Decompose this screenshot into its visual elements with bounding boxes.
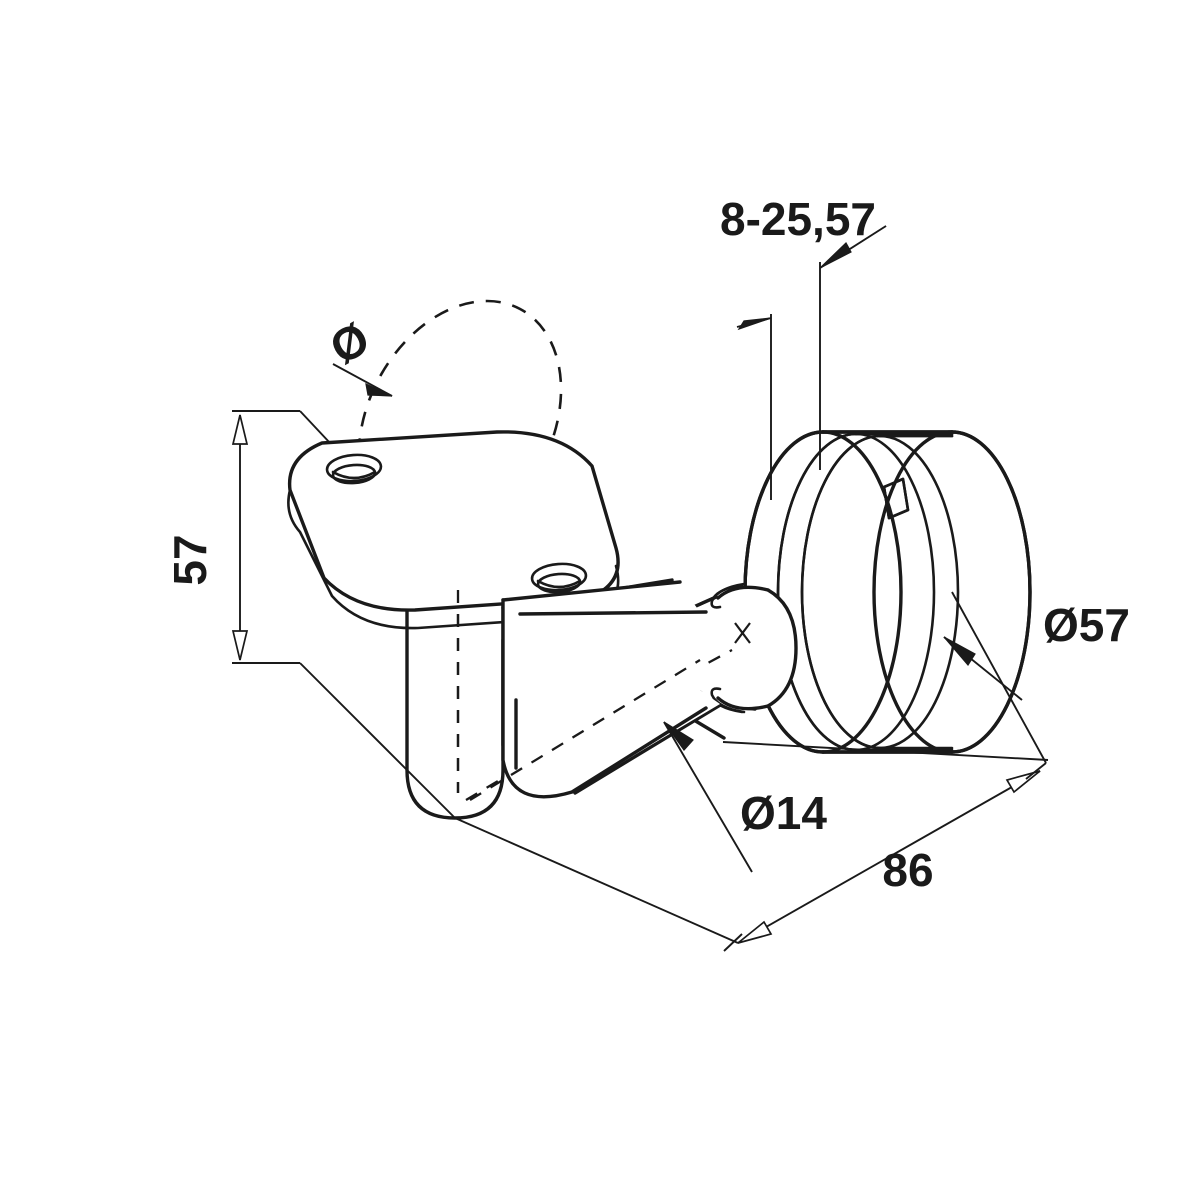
dimension-label-stem-diameter: Ø14 — [740, 787, 827, 839]
countersunk-hole-left — [325, 453, 383, 485]
dimension-bracket-height: 57 — [164, 410, 456, 819]
dimension-label-57: 57 — [164, 534, 216, 585]
dimension-stem-diameter: Ø14 — [663, 721, 827, 873]
dimension-projection-depth: 86 — [454, 591, 1049, 952]
countersunk-hole-right — [530, 562, 588, 594]
dimension-label-86: 86 — [882, 844, 933, 896]
dimension-glass-thickness: 8-25,57 — [720, 193, 887, 500]
dimension-label-disc-diameter: Ø57 — [1043, 599, 1130, 651]
saddle-plate — [287, 430, 620, 630]
clamp-disc — [743, 430, 1032, 754]
dimension-disc-diameter: Ø57 — [943, 599, 1130, 701]
bracket-arm-overlay — [456, 580, 720, 801]
dimension-label-glass-thickness: 8-25,57 — [720, 193, 876, 245]
